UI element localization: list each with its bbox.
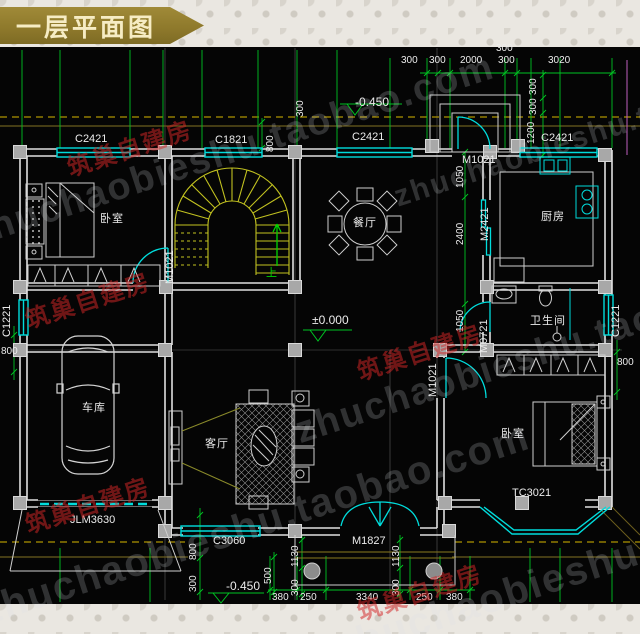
doors [132, 116, 492, 527]
furniture [25, 156, 611, 510]
dim-label: 300 [429, 55, 446, 66]
dim-label: 250 [416, 592, 433, 603]
stairs-up-label: 上 [266, 267, 278, 279]
site-lines [0, 60, 640, 558]
window-label-c2421-bedroom: C2421 [75, 133, 108, 145]
dimension-lines [10, 50, 621, 602]
window-label-c2421-dining: C2421 [352, 131, 385, 143]
dim-label: 1130 [290, 545, 301, 567]
title-banner: 一层平面图 [0, 7, 204, 44]
dim-label: 500 [263, 567, 274, 584]
dim-label: 380 [272, 592, 289, 603]
driveway [9, 509, 182, 572]
room-label-kitchen: 厨房 [541, 211, 565, 223]
windows [18, 147, 614, 537]
elevation-label: ±0.000 [312, 313, 349, 327]
window-label-tc3021: TC3021 [512, 487, 552, 499]
dim-label: 250 [300, 592, 317, 603]
dim-label: 300 [528, 98, 539, 115]
room-label-bedroom2: 卧室 [501, 428, 525, 440]
room-label-living: 客厅 [205, 438, 229, 450]
entry-steps [429, 94, 521, 153]
window-label-c1821: C1821 [215, 134, 248, 146]
dim-label: 300 [188, 575, 199, 592]
columns [13, 139, 612, 538]
dim-label: 800 [1, 346, 18, 357]
dim-label: 3340 [356, 592, 379, 603]
dim-label: 300 [498, 55, 515, 66]
elevation-label: -0.450 [355, 95, 390, 109]
porch [294, 535, 456, 586]
elevation-markers [208, 103, 402, 604]
drawing-background [0, 47, 640, 604]
room-label-bedroom1: 卧室 [100, 213, 124, 225]
dim-label: 800 [617, 357, 634, 368]
dim-label: 2400 [455, 222, 466, 245]
elevation-label: -0.450 [226, 579, 261, 593]
window-label-c1221-left: C1221 [1, 304, 13, 337]
dim-label: 2000 [460, 55, 483, 66]
dim-label: 300 [496, 43, 513, 54]
door-label-m1021-bedroom1: M1021 [164, 250, 176, 284]
car [56, 335, 120, 475]
door-label-jlm3630: JLM3630 [70, 514, 116, 526]
damask-strip-bottom [0, 604, 640, 634]
room-label-dining: 餐厅 [353, 217, 377, 229]
dim-label: 1130 [391, 545, 402, 567]
stairs [174, 167, 290, 275]
window-label-c3060: C3060 [213, 535, 246, 547]
page-title: 一层平面图 [16, 13, 157, 42]
room-label-bathroom: 卫生间 [530, 315, 566, 327]
window-label-c2421-kitchen: C2421 [541, 132, 574, 144]
door-label-m2421: M2421 [479, 207, 491, 241]
dim-label: 380 [446, 592, 463, 603]
dim-label: 300 [528, 78, 539, 95]
dim-label: 3020 [548, 55, 571, 66]
door-label-m1827: M1827 [352, 535, 386, 547]
room-label-garage: 车库 [82, 402, 106, 414]
door-label-m1021-entry: M1021 [462, 154, 496, 166]
dim-label: 300 [401, 55, 418, 66]
